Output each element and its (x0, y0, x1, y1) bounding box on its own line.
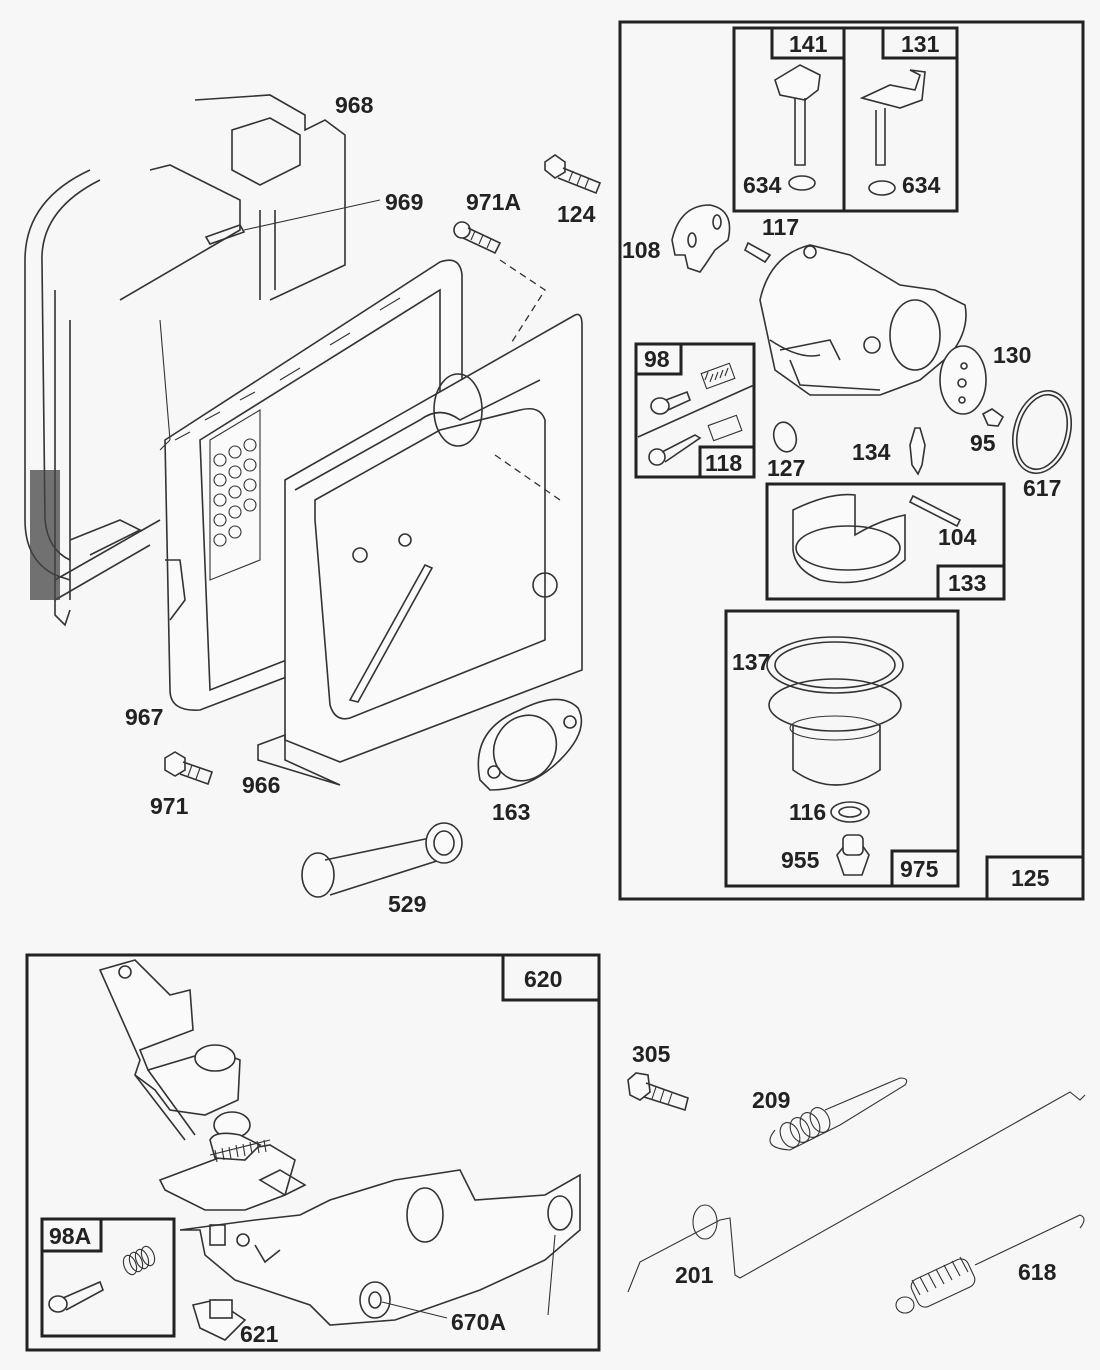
washer-634 (788, 175, 816, 191)
idle-screw (48, 1280, 104, 1313)
kit-label-125: 125 (1011, 865, 1050, 891)
callout-969: 969 (385, 189, 423, 215)
kit-label-975: 975 (900, 856, 939, 882)
callout-134: 134 (852, 439, 891, 465)
callout-966: 966 (242, 772, 280, 798)
bolt-305 (627, 1072, 689, 1112)
mixture-screw (650, 390, 692, 415)
idle-screw-kit-box: 98A (40, 1217, 176, 1338)
bolt-124 (544, 154, 602, 195)
pin-117 (743, 241, 772, 264)
spring-618 (895, 1214, 1085, 1314)
screw-971A (453, 221, 502, 255)
float-pin-104 (908, 494, 962, 528)
welch-plug-127 (772, 421, 798, 453)
callout-127: 127 (767, 455, 805, 481)
callout-617: 617 (1023, 475, 1061, 501)
kit-label-118: 118 (705, 450, 742, 476)
float-bowl (766, 636, 904, 786)
callout-201: 201 (675, 1262, 714, 1288)
bowl-kit-box: 975 137 116 955 (724, 609, 960, 888)
kit-label-98: 98 (644, 346, 670, 372)
idle-spring (122, 1245, 156, 1276)
callout-108: 108 (622, 237, 661, 263)
inlet-needle-134 (909, 427, 926, 476)
mixture-screw-kit-box: 98 118 (634, 342, 756, 479)
kit-label-133: 133 (948, 570, 986, 596)
spring (707, 414, 743, 442)
throttle-shaft (859, 69, 926, 166)
carburetor-body (759, 244, 967, 396)
air-cleaner-base-968 (24, 94, 346, 627)
callout-967: 967 (125, 704, 163, 730)
callout-209: 209 (752, 1087, 790, 1113)
carburetor-assembly-box: 125 (618, 20, 1085, 901)
throttle-kit-box: 131 634 (842, 26, 959, 213)
callout-621: 621 (240, 1321, 279, 1347)
callout-124: 124 (557, 201, 596, 227)
washer-116 (830, 801, 870, 823)
bowl-nut-955 (836, 834, 870, 876)
callout-670A: 670A (451, 1309, 506, 1335)
callout-305: 305 (632, 1041, 671, 1067)
governor-control-box: 620 98A (25, 953, 601, 1352)
needle-screw (648, 434, 702, 466)
kit-label-98A: 98A (49, 1223, 91, 1249)
callout-116: 116 (789, 799, 826, 825)
screw-95 (981, 408, 1005, 427)
callout-968: 968 (335, 92, 374, 118)
gasket-163 (477, 698, 583, 791)
callout-634-throttle: 634 (902, 172, 941, 198)
float-kit-box: 133 104 (765, 482, 1006, 601)
stud-969 (204, 199, 381, 245)
callout-971A: 971A (466, 189, 521, 215)
kit-label-141: 141 (789, 31, 828, 57)
washer-634 (868, 180, 896, 196)
control-bracket (98, 959, 581, 1326)
spring-209 (769, 1077, 908, 1151)
governor-spring (209, 1139, 271, 1163)
callout-130: 130 (993, 342, 1031, 368)
callout-117: 117 (762, 214, 799, 240)
clip-621 (191, 1299, 247, 1341)
callout-137: 137 (732, 649, 770, 675)
choke-plate-108 (671, 204, 731, 273)
choke-shaft (774, 64, 821, 166)
kit-label-620: 620 (524, 966, 562, 992)
callout-104: 104 (938, 524, 977, 550)
callout-955: 955 (781, 847, 820, 873)
callout-971: 971 (150, 793, 189, 819)
kit-label-131: 131 (901, 31, 940, 57)
air-cleaner-cover-966 (257, 259, 583, 786)
o-ring-617 (1012, 389, 1072, 475)
screw-971 (164, 751, 214, 786)
gasket-130 (939, 345, 987, 415)
callout-95: 95 (970, 430, 996, 456)
callout-163: 163 (492, 799, 530, 825)
governor-link-201 (627, 1091, 1086, 1293)
float (792, 493, 906, 584)
breather-tube-529 (301, 822, 463, 898)
spring (700, 362, 736, 390)
callout-529: 529 (388, 891, 426, 917)
callout-634-choke: 634 (743, 172, 782, 198)
callout-618: 618 (1018, 1259, 1057, 1285)
choke-kit-box: 141 634 (732, 26, 846, 213)
